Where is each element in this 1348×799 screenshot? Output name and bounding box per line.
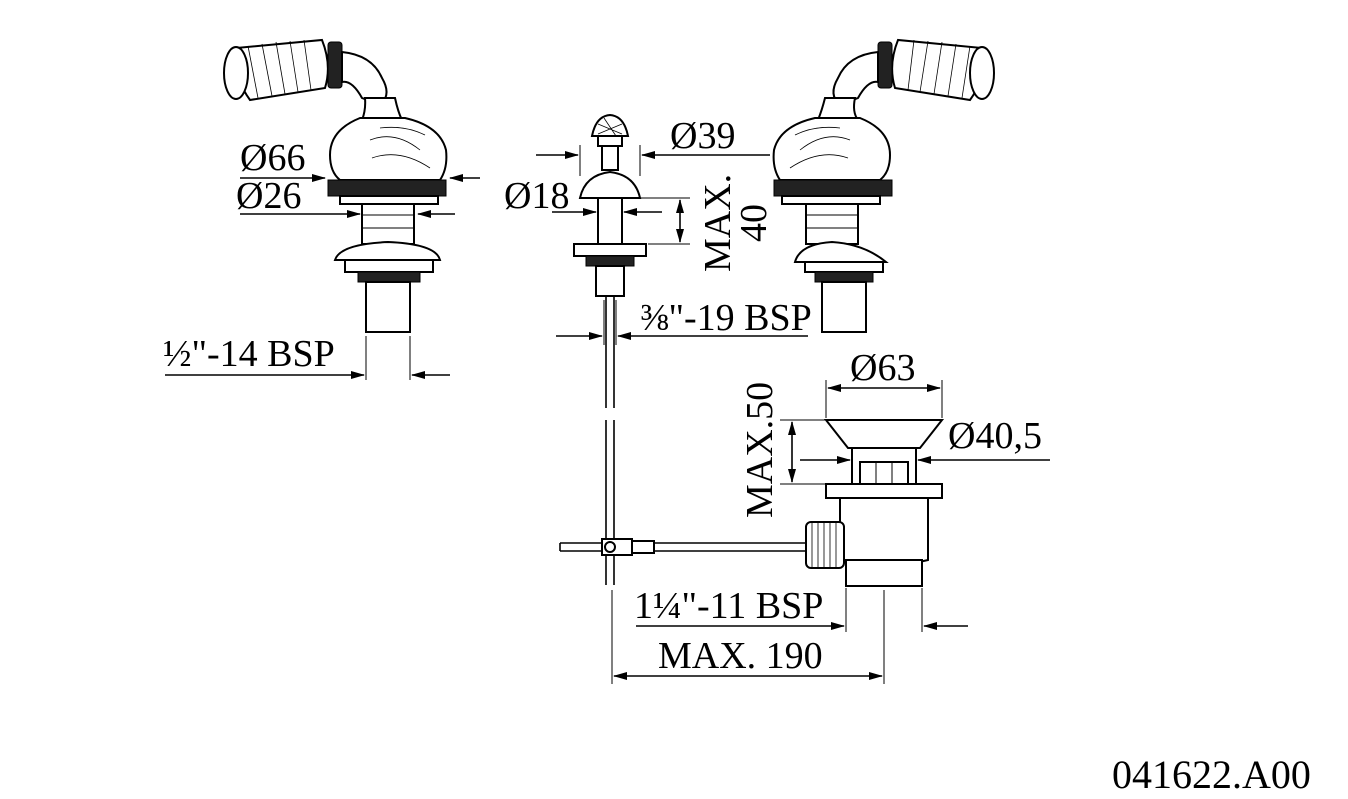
label-d26: Ø26 <box>236 175 301 217</box>
label-d18: Ø18 <box>504 175 569 217</box>
label-d66: Ø66 <box>240 137 305 179</box>
label-max190: MAX. 190 <box>658 635 823 677</box>
left-valve <box>223 38 448 333</box>
label-d63: Ø63 <box>850 347 915 389</box>
left-lever-handle <box>223 38 388 107</box>
label-max40-a: MAX. <box>697 174 739 272</box>
label-max40-b: 40 <box>733 204 775 242</box>
label-max40: MAX. 40 <box>697 174 775 272</box>
right-valve-body <box>772 117 893 205</box>
left-valve-body <box>327 117 448 205</box>
right-lever-handle <box>832 38 995 107</box>
label-max50: MAX.50 <box>739 382 781 518</box>
label-three-eighths-bsp: ⅜"-19 BSP <box>640 297 812 339</box>
center-spout <box>573 113 647 585</box>
dimension-labels: Ø66 Ø26 ½"-14 BSP Ø39 Ø18 MAX. 40 ⅜"-19 … <box>163 115 1311 797</box>
label-one-quarter-bsp: 1¼"-11 BSP <box>634 585 823 627</box>
label-d39: Ø39 <box>670 115 735 157</box>
drawing-code: 041622.A00 <box>1112 752 1311 797</box>
dimension-lines <box>165 145 1050 684</box>
label-d40-5: Ø40,5 <box>948 415 1042 457</box>
waste-assembly <box>559 419 945 587</box>
label-half-bsp: ½"-14 BSP <box>163 333 335 375</box>
right-valve <box>772 38 995 333</box>
